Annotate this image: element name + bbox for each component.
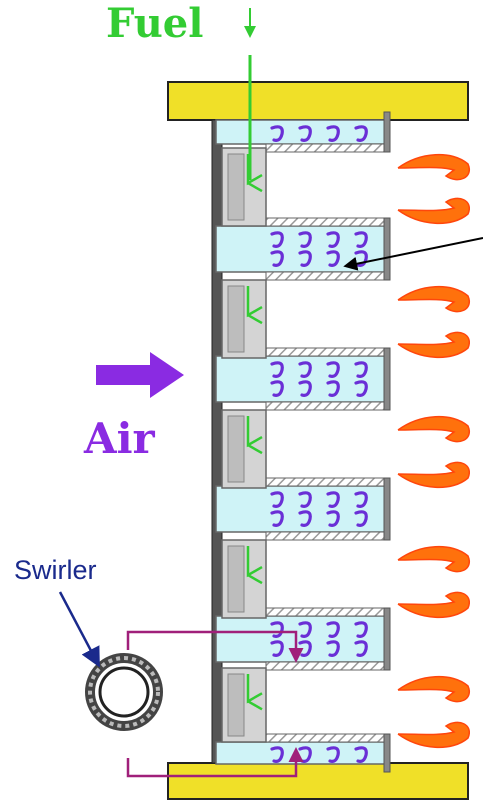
swirl-mark	[326, 125, 340, 142]
flame-recirculation-icon	[397, 415, 471, 443]
flame-recirculation-icon	[397, 721, 471, 749]
swirl-mark	[354, 621, 368, 638]
air-feed-path-bottom	[126, 747, 304, 778]
swirl-mark	[354, 380, 368, 397]
fuel-injector	[246, 546, 263, 585]
fuel-plenum	[227, 545, 245, 613]
combustor-stages	[215, 111, 391, 773]
flame-recirculation-icon	[397, 675, 471, 703]
flame-recirculation-icon	[397, 153, 471, 181]
flame-recirculation-icon	[397, 285, 471, 313]
swirl-mark	[270, 491, 284, 508]
swirl-mark	[354, 231, 368, 248]
liner-wall-bottom	[265, 401, 387, 411]
fuel-plenum	[227, 415, 245, 483]
fuel-label: Fuel	[106, 0, 204, 47]
swirl-mark	[298, 361, 312, 378]
swirl-mark	[270, 361, 284, 378]
swirl-mark	[354, 361, 368, 378]
swirl-mark	[354, 125, 368, 142]
liner-wall-top	[265, 733, 387, 743]
liner-wall-top	[265, 217, 387, 227]
flame-recirculation	[397, 153, 471, 749]
swirl-mark	[298, 231, 312, 248]
liner-wall-top	[265, 347, 387, 357]
swirl-mark	[326, 510, 340, 527]
liner-wall-top	[265, 607, 387, 617]
swirl-mark	[298, 640, 312, 657]
liner-end-cap	[383, 217, 391, 281]
fuel-cavities	[221, 147, 267, 743]
swirl-mark	[270, 250, 284, 267]
swirler-pointer-arrow	[58, 591, 100, 668]
swirl-mark	[326, 231, 340, 248]
swirler-ring-icon	[85, 653, 163, 731]
swirl-mark	[270, 380, 284, 397]
swirl-mark	[270, 125, 284, 142]
fuel-injector	[246, 286, 263, 325]
swirl-mark	[326, 250, 340, 267]
flame-recirculation-icon	[397, 197, 471, 225]
air-arrow-icon	[96, 352, 184, 398]
swirl-mark	[270, 231, 284, 248]
liner-end-cap	[383, 347, 391, 411]
swirl-mark	[354, 250, 368, 267]
fuel-injector	[246, 154, 263, 193]
flame-recirculation-icon	[397, 591, 471, 619]
liner-end-cap	[383, 607, 391, 671]
liner-wall-top	[265, 477, 387, 487]
flame-recirculation-icon	[397, 545, 471, 573]
swirl-mark	[298, 621, 312, 638]
swirl-mark	[326, 361, 340, 378]
bottom-end-plate	[167, 762, 469, 800]
swirl-mark	[326, 640, 340, 657]
fuel-plenum	[227, 285, 245, 353]
swirl-mark	[298, 746, 312, 763]
swirl-mark	[298, 380, 312, 397]
swirler-label: Swirler	[14, 555, 97, 585]
swirl-mark	[326, 491, 340, 508]
swirl-mark	[298, 510, 312, 527]
liner-wall-bottom	[265, 661, 387, 671]
swirl-mark	[354, 491, 368, 508]
callout-arrow	[343, 237, 483, 271]
liner-wall-bottom	[265, 271, 387, 281]
flame-recirculation-icon	[397, 461, 471, 489]
liner-end-cap	[383, 733, 391, 773]
flame-recirculation-icon	[397, 331, 471, 359]
liner-end-cap	[383, 111, 391, 153]
swirl-mark	[326, 380, 340, 397]
liner-wall-bottom	[265, 143, 387, 153]
swirl-mark	[298, 125, 312, 142]
swirl-mark	[298, 250, 312, 267]
swirl-mark	[354, 510, 368, 527]
air-label: Air	[84, 414, 155, 463]
fuel-plenum	[227, 673, 245, 737]
swirl-mark	[270, 510, 284, 527]
top-end-plate	[167, 81, 469, 121]
main-wall	[211, 119, 223, 764]
swirl-mark	[354, 640, 368, 657]
air-feed-path-top	[126, 630, 304, 663]
swirl-mark	[270, 621, 284, 638]
swirl-mark	[326, 746, 340, 763]
fuel-injector	[246, 416, 263, 455]
liner-end-cap	[383, 477, 391, 541]
swirl-mark	[354, 746, 368, 763]
swirl-mark	[270, 746, 284, 763]
fuel-injector	[246, 674, 263, 711]
swirl-mark	[326, 621, 340, 638]
fuel-plenum	[227, 153, 245, 221]
liner-wall-bottom	[265, 531, 387, 541]
swirl-mark	[298, 491, 312, 508]
swirl-mark	[270, 640, 284, 657]
